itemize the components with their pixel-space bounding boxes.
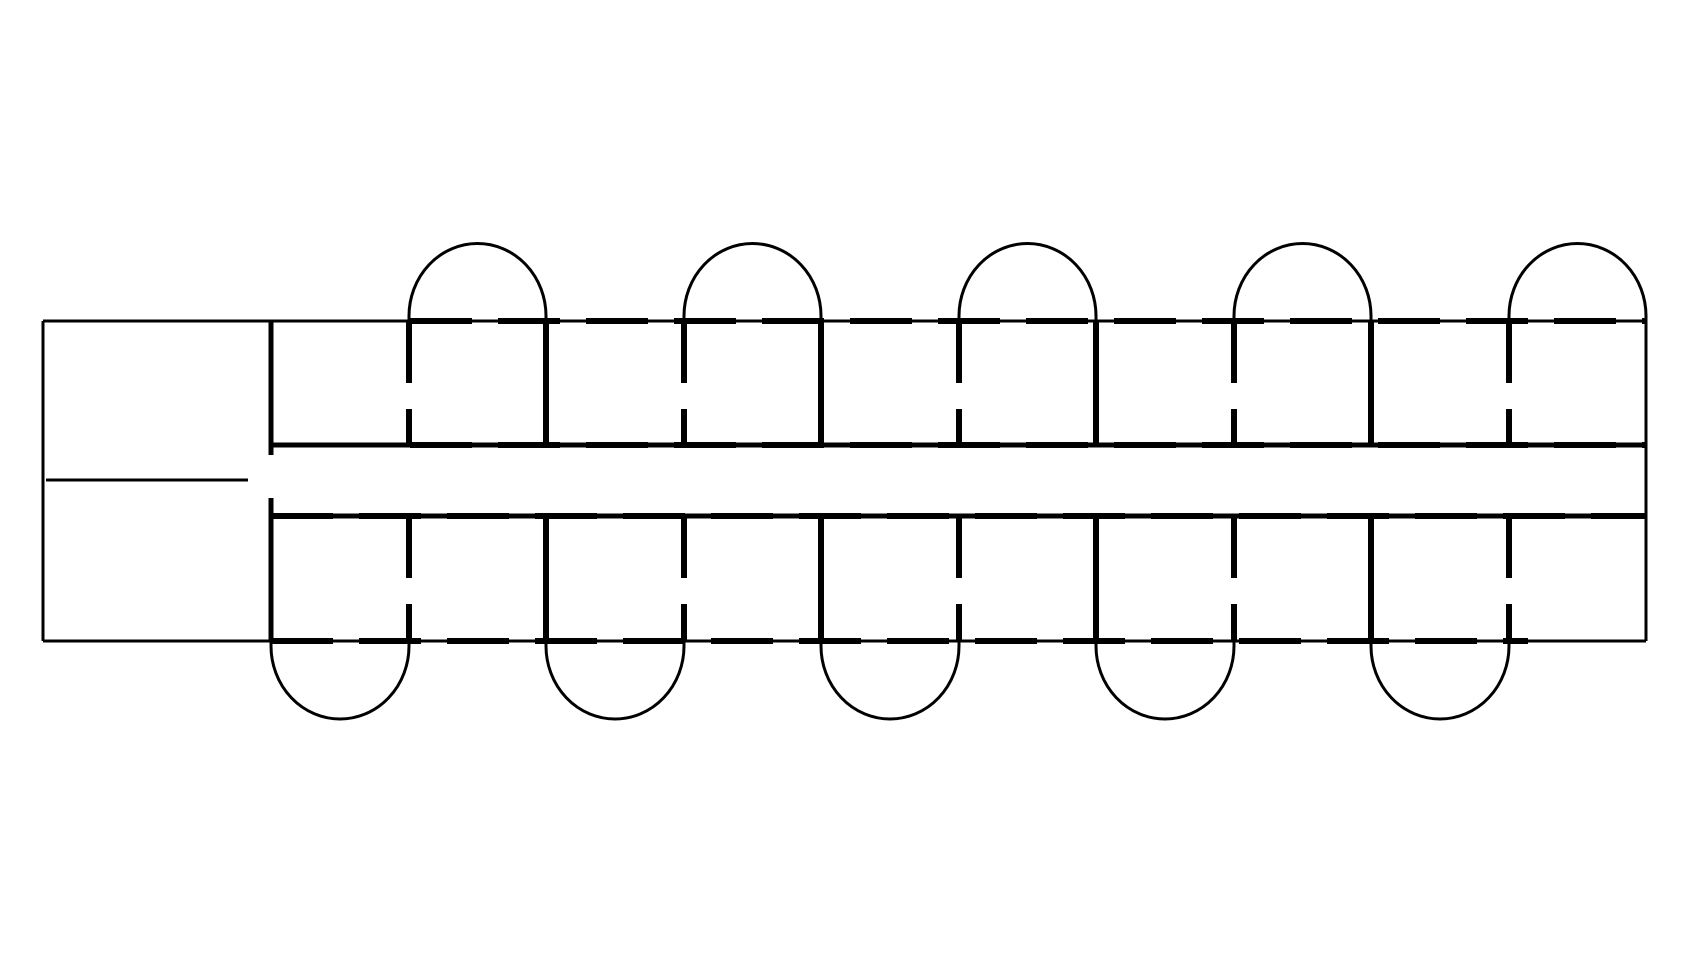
bottom-tab — [544, 641, 686, 721]
upper-row-cells — [406, 321, 1512, 445]
fold-lines — [271, 318, 1646, 644]
top-tab — [407, 242, 548, 321]
outer-outline — [41, 319, 1648, 643]
center-strip — [271, 442, 1646, 519]
top-tab — [1232, 242, 1373, 321]
bottom-tab — [1369, 641, 1511, 721]
top-tab — [682, 242, 823, 321]
bottom-tab — [269, 641, 411, 721]
left-panel — [46, 321, 274, 641]
bottom-tab — [819, 641, 961, 721]
bottom-tabs — [269, 641, 1511, 721]
top-tab — [957, 242, 1098, 321]
lower-row-cells — [406, 516, 1512, 641]
bottom-tab — [1094, 641, 1236, 721]
top-tabs — [407, 242, 1648, 321]
top-tab — [1507, 242, 1648, 321]
